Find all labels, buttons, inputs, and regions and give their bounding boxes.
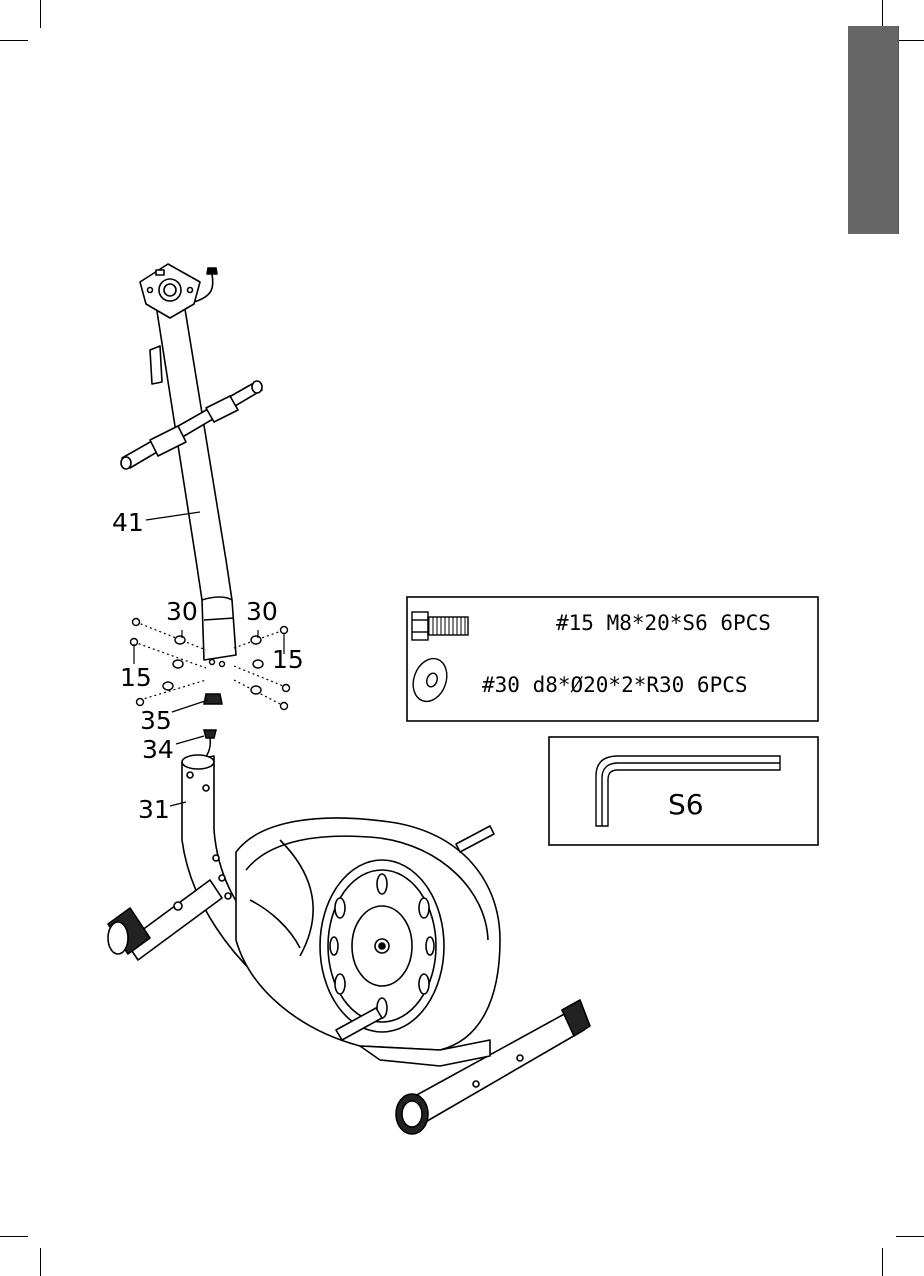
part-label-34: 34 — [142, 735, 174, 764]
part-label-15-left: 15 — [120, 663, 152, 692]
washer-spec-text: #30 d8*Ø20*2*R30 6PCS — [482, 673, 748, 697]
part-label-30-right: 30 — [246, 597, 278, 626]
bolt-spec-text: #15 M8*20*S6 6PCS — [556, 611, 771, 635]
part-label-41: 41 — [112, 508, 144, 537]
hardware-box: #15 M8*20*S6 6PCS #30 d8*Ø20*2*R30 6PCS — [407, 597, 818, 721]
hex-key-size-label: S6 — [668, 788, 704, 821]
part-label-30-left: 30 — [166, 597, 198, 626]
part-label-31: 31 — [138, 795, 170, 824]
part-label-15-right: 15 — [272, 645, 304, 674]
main-frame — [108, 755, 590, 1134]
tool-box: S6 — [549, 737, 818, 845]
part-label-35: 35 — [140, 706, 172, 735]
